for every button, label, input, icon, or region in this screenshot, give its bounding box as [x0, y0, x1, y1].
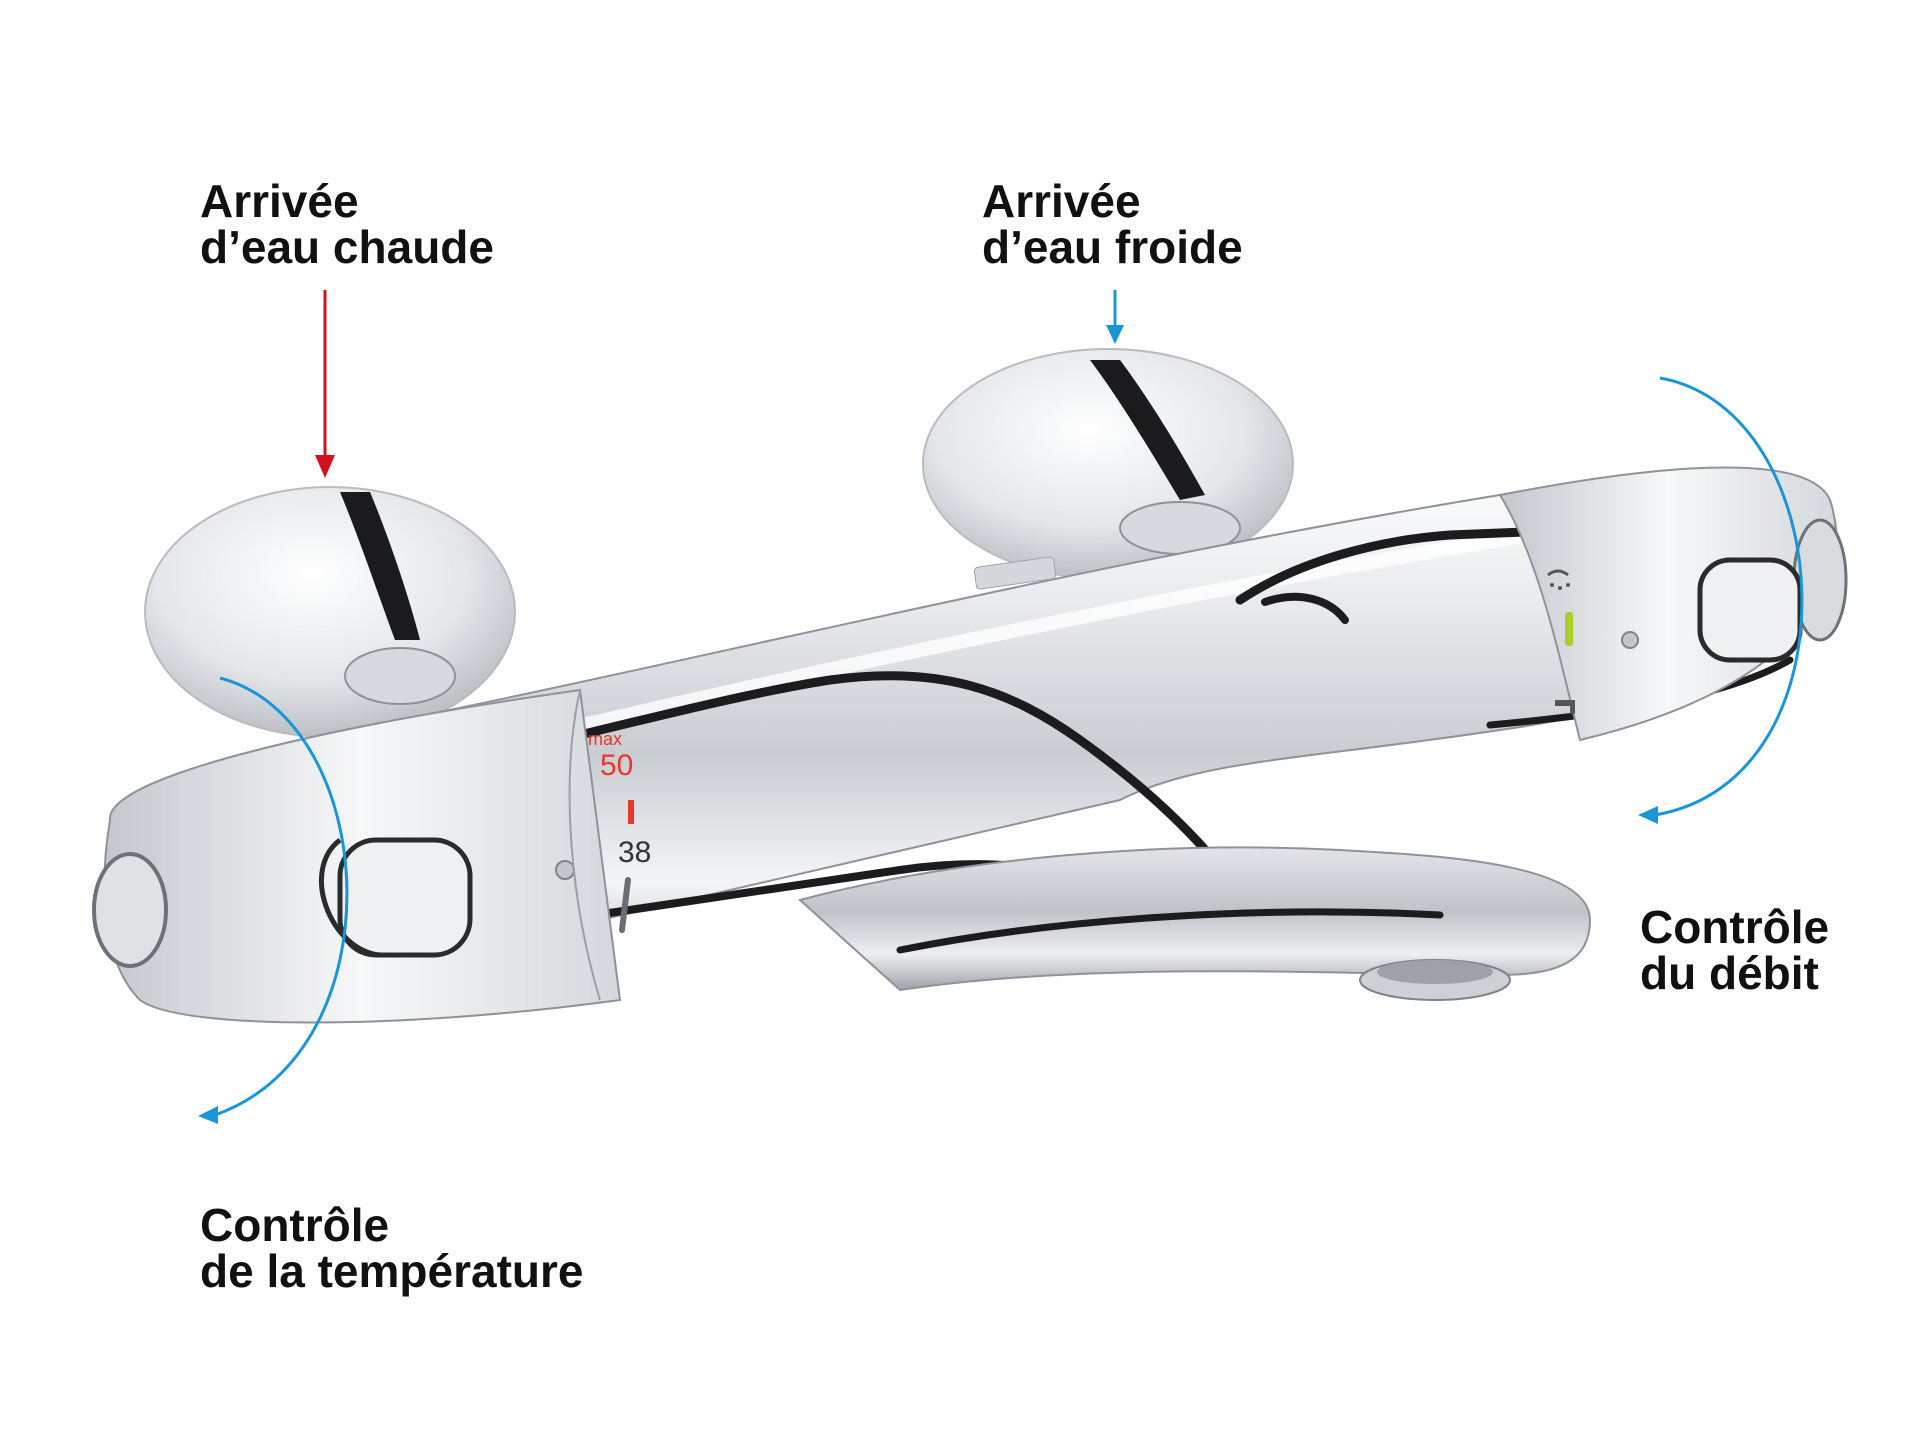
scale-red-mark	[628, 800, 634, 824]
hot-water-inlet-label: Arrivée d’eau chaude	[200, 178, 494, 270]
temperature-handle[interactable]	[92, 688, 622, 1024]
temperature-control-label-line1: Contrôle	[200, 1199, 390, 1251]
cold-water-inlet-label-line1: Arrivée	[982, 175, 1141, 227]
temperature-rotation-arrow	[198, 676, 349, 1124]
bath-spout-icon	[1555, 700, 1575, 714]
flow-handle[interactable]	[973, 466, 1848, 742]
brand-mark	[973, 556, 1057, 590]
scale-max-label: max	[588, 729, 622, 749]
scale-default-value: 38	[618, 836, 651, 869]
hot-inlet-rosette	[144, 486, 516, 738]
flow-control-label: Contrôle du débit	[1640, 904, 1829, 996]
cold-water-inlet-label-line2: d’eau froide	[982, 221, 1243, 273]
bath-spout	[797, 846, 1592, 1001]
temperature-scale: max 50 38	[588, 729, 651, 933]
flow-control-label-line1: Contrôle	[1640, 901, 1830, 953]
hot-water-inlet-label-line1: Arrivée	[200, 175, 359, 227]
cold-water-inlet-label: Arrivée d’eau froide	[982, 178, 1243, 270]
temperature-control-label: Contrôle de la température	[200, 1202, 583, 1294]
flow-control-label-line2: du débit	[1640, 947, 1819, 999]
temperature-control-label-line2: de la température	[200, 1245, 584, 1297]
shower-icon	[1547, 569, 1570, 590]
flow-rotation-arrow	[1638, 376, 1804, 824]
hot-water-arrow	[315, 290, 335, 478]
flow-indicator-mark	[1565, 612, 1573, 646]
cold-water-arrow	[1106, 290, 1124, 344]
hot-water-inlet-label-line2: d’eau chaude	[200, 221, 494, 273]
scale-max-value: 50	[600, 749, 633, 782]
